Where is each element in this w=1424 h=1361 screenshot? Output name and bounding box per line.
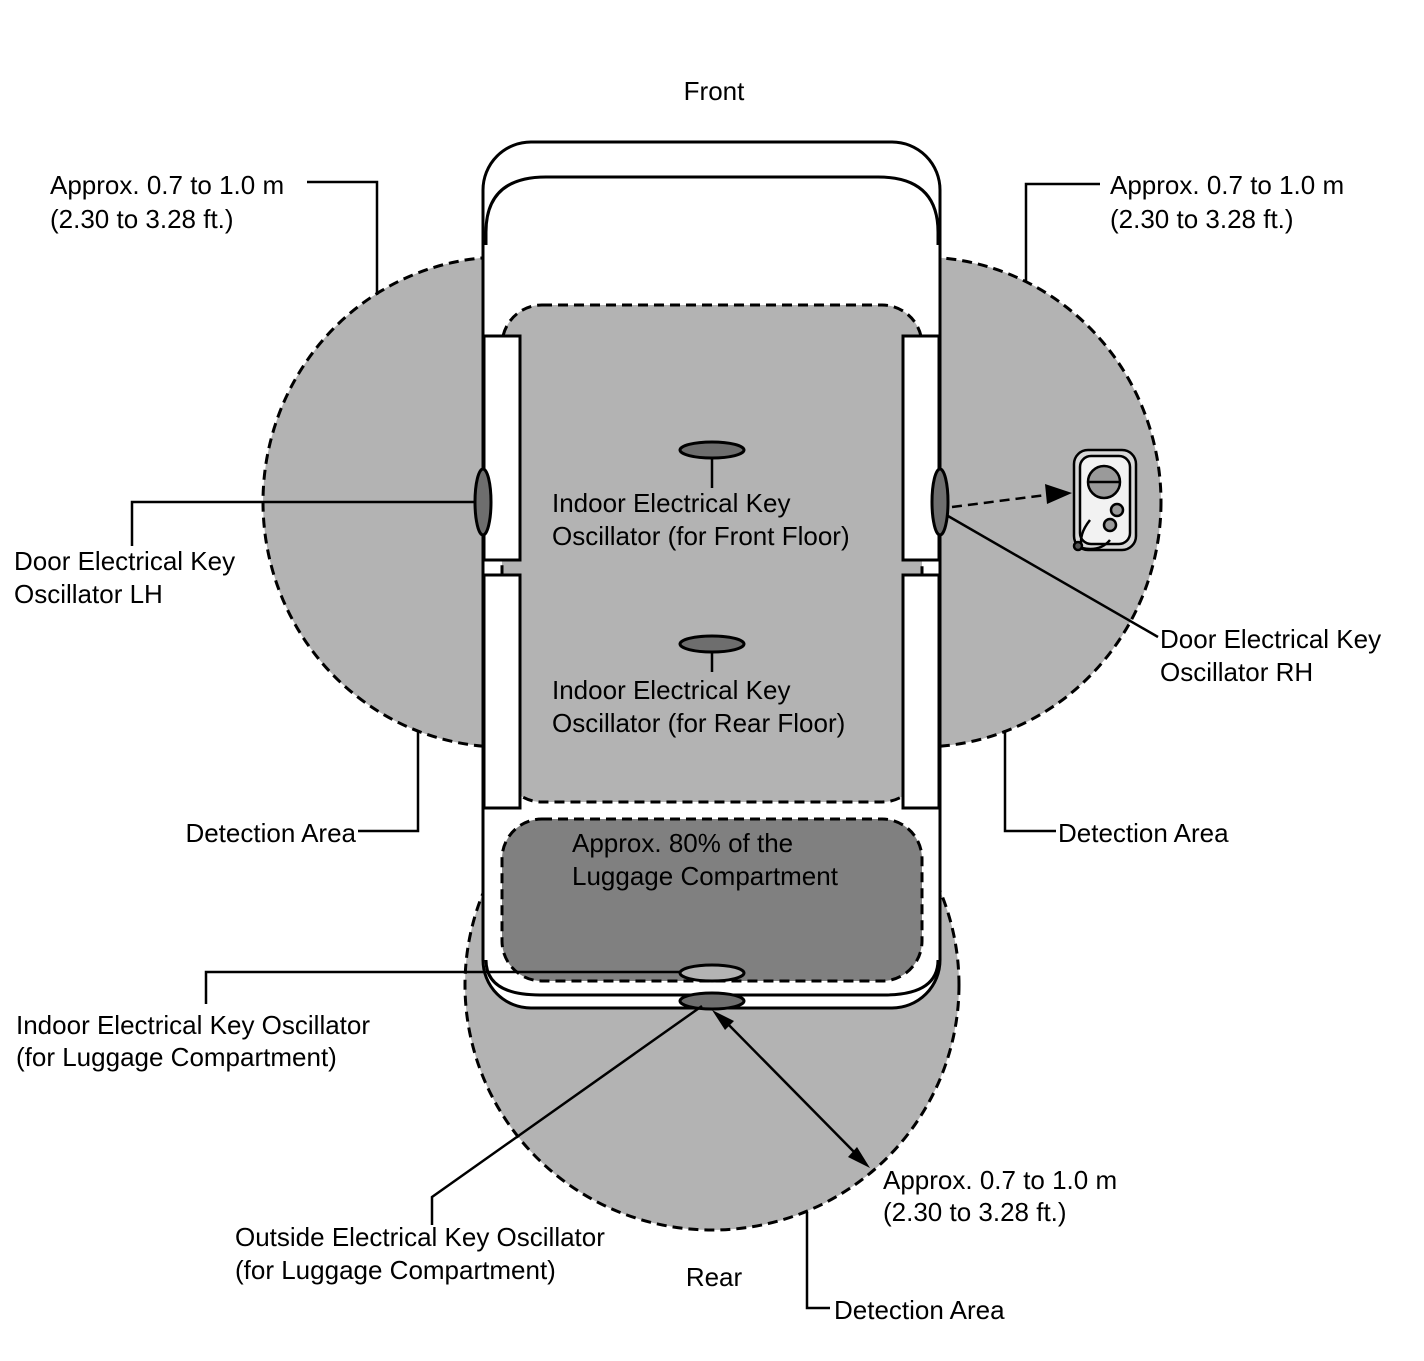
approx-right-line2: (2.30 to 3.28 ft.) xyxy=(1110,204,1294,234)
door-lh-line2: Oscillator LH xyxy=(14,579,163,609)
rear-label: Rear xyxy=(686,1262,743,1292)
arrowheads xyxy=(712,484,1072,1168)
door-oscillator-rh xyxy=(930,467,950,537)
key-fob-icon xyxy=(1072,448,1138,552)
indoor-oscillator-luggage xyxy=(678,963,746,983)
rear-range-arrow-bottom xyxy=(848,1147,870,1168)
leader-door-rh xyxy=(947,514,1159,639)
key-fob-button-small-2 xyxy=(1102,517,1118,533)
leader-outside-luggage xyxy=(430,1004,703,1225)
labels: Front Rear Approx. 0.7 to 1.0 m (2.30 to… xyxy=(14,76,1381,1325)
door-lh-line1: Door Electrical Key xyxy=(14,546,235,576)
luggage-area-line2: Luggage Compartment xyxy=(572,861,839,891)
rear-range-line xyxy=(721,1017,861,1159)
indoor-rear-line1: Indoor Electrical Key xyxy=(552,675,790,705)
leader-approx-left xyxy=(307,180,379,295)
rear-range-arrow-top xyxy=(712,1010,734,1030)
leader-approx-right xyxy=(1024,182,1100,282)
indoor-front-line1: Indoor Electrical Key xyxy=(552,488,790,518)
indoor-rear-line2: Oscillator (for Rear Floor) xyxy=(552,708,845,738)
leader-indoor-luggage xyxy=(204,970,680,1004)
indoor-luggage-line1: Indoor Electrical Key Oscillator xyxy=(16,1010,370,1040)
vehicle-inner-outline xyxy=(484,175,940,245)
approx-rear-line2: (2.30 to 3.28 ft.) xyxy=(883,1197,1067,1227)
outside-oscillator-luggage xyxy=(678,991,746,1011)
approx-left-line2: (2.30 to 3.28 ft.) xyxy=(50,204,234,234)
detection-right-label: Detection Area xyxy=(1058,818,1229,848)
approx-rear-line1: Approx. 0.7 to 1.0 m xyxy=(883,1165,1117,1195)
key-arrow-head xyxy=(1045,484,1072,504)
detection-left-label: Detection Area xyxy=(185,818,356,848)
right-rear-door xyxy=(901,573,941,810)
leader-lines xyxy=(130,180,1159,1310)
key-fob-button-small-1 xyxy=(1109,502,1125,518)
front-label: Front xyxy=(684,76,745,106)
leader-detection-rear xyxy=(805,1212,830,1310)
luggage-area-line1: Approx. 80% of the xyxy=(572,828,793,858)
left-rear-door xyxy=(482,573,522,810)
indoor-oscillator-rear xyxy=(678,634,746,654)
door-oscillator-lh xyxy=(473,467,493,537)
key-fob-ring xyxy=(1072,540,1084,552)
luggage-compartment-area xyxy=(500,817,924,983)
indoor-luggage-line2: (for Luggage Compartment) xyxy=(16,1042,337,1072)
door-rh-line1: Door Electrical Key xyxy=(1160,624,1381,654)
outside-luggage-line1: Outside Electrical Key Oscillator xyxy=(235,1222,605,1252)
door-rh-line2: Oscillator RH xyxy=(1160,657,1313,687)
approx-left-line1: Approx. 0.7 to 1.0 m xyxy=(50,170,284,200)
outside-luggage-line2: (for Luggage Compartment) xyxy=(235,1255,556,1285)
indoor-front-line2: Oscillator (for Front Floor) xyxy=(552,521,850,551)
leader-door-lh xyxy=(130,500,476,546)
indoor-oscillator-front xyxy=(678,440,746,460)
oscillators xyxy=(473,440,950,1011)
approx-right-line1: Approx. 0.7 to 1.0 m xyxy=(1110,170,1344,200)
detection-rear-label: Detection Area xyxy=(834,1295,1005,1325)
leader-detection-right xyxy=(1003,730,1056,833)
leader-detection-left xyxy=(358,730,420,833)
